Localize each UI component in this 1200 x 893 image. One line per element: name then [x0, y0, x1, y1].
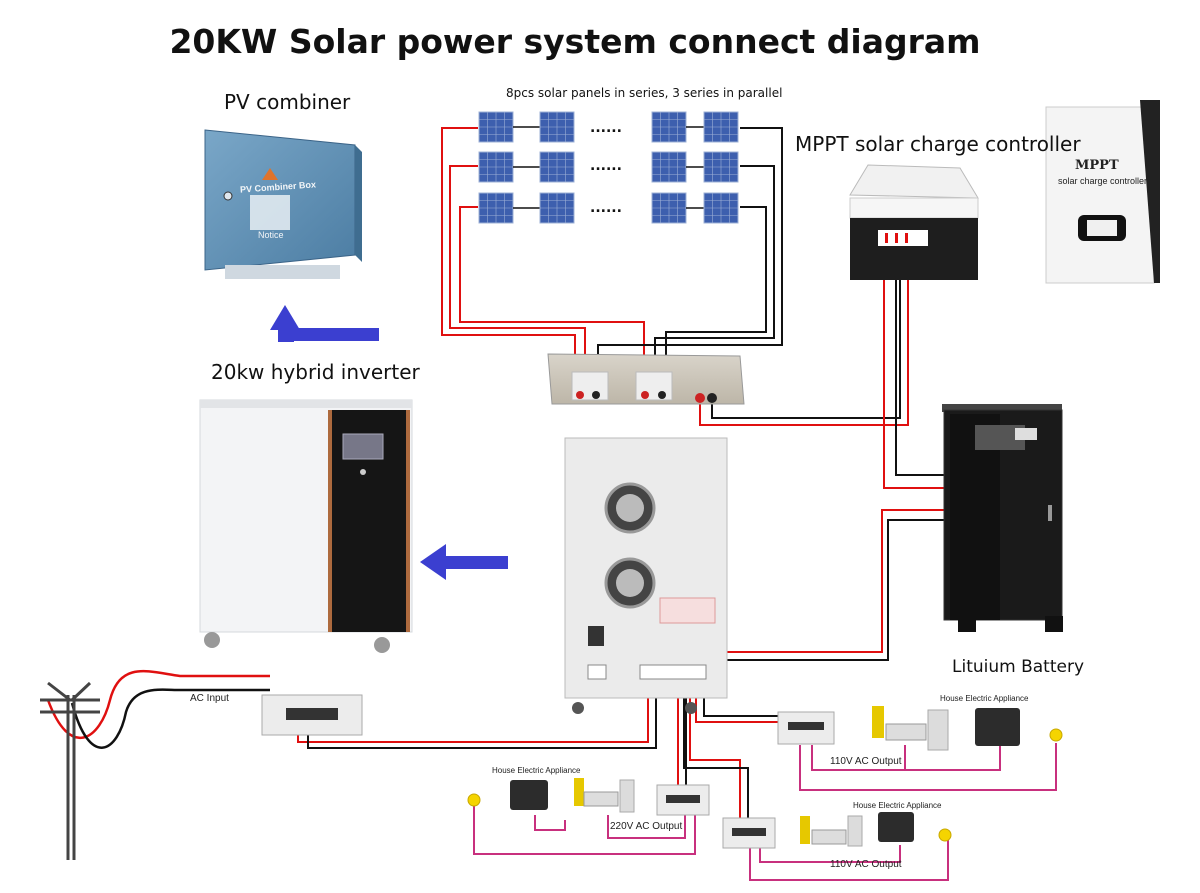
solar-panel	[651, 151, 687, 183]
solar-panel	[478, 111, 514, 143]
ellipsis-row-2: ......	[590, 158, 622, 174]
ac-input-breaker-box	[261, 694, 363, 736]
label-appliance-right-top: House Electric Appliance	[940, 694, 1029, 703]
label-mppt-controller: MPPT solar charge controller	[795, 132, 1081, 156]
appliances-110v-bottom	[800, 812, 952, 847]
solar-panel	[478, 192, 514, 224]
appliance-wires	[473, 743, 1057, 881]
mppt-controller-large	[1045, 100, 1160, 284]
pv-combiner-device	[204, 129, 362, 279]
mppt-sub-text: solar charge controller	[1058, 176, 1148, 186]
lithium-battery-cabinet	[942, 404, 1063, 632]
combiner-notice-text: Notice	[258, 230, 284, 240]
label-hybrid-inverter: 20kw hybrid inverter	[211, 360, 420, 384]
breaker-box-220v	[656, 784, 710, 816]
solar-panel	[539, 111, 575, 143]
mppt-to-battery-wires	[883, 260, 955, 489]
mppt-brand-text: MPPT	[1075, 158, 1119, 173]
breaker-box-110v-top	[777, 711, 835, 745]
pv-negative-wires	[597, 127, 783, 378]
center-inverter-unit	[564, 437, 728, 714]
junction-to-mppt-wires	[699, 260, 909, 426]
ellipsis-row-3: ......	[590, 200, 622, 216]
hybrid-inverter-cabinet	[199, 399, 413, 653]
label-appliance-left: House Electric Appliance	[492, 766, 581, 775]
label-lithium-battery: Lituium Battery	[952, 657, 1085, 677]
solar-panel-array	[478, 111, 739, 224]
mppt-controller-small	[849, 164, 979, 280]
solar-panel	[703, 151, 739, 183]
solar-panel	[651, 192, 687, 224]
solar-panel	[478, 151, 514, 183]
label-ac-input: AC Input	[190, 693, 229, 704]
solar-panel	[539, 151, 575, 183]
page-title: 20KW Solar power system connect diagram	[169, 22, 981, 61]
ac-input-wires	[46, 669, 657, 749]
label-appliance-right-bottom: House Electric Appliance	[853, 801, 942, 810]
solar-panel	[703, 192, 739, 224]
panel-ellipsis-marks: ...... ...... ......	[590, 120, 622, 216]
label-110v-output-top: 110V AC Output	[830, 756, 902, 767]
arrow-left-to-inverter	[420, 544, 508, 580]
solar-panel	[703, 111, 739, 143]
arrow-up-to-combiner	[270, 305, 379, 342]
ellipsis-row-1: ......	[590, 120, 622, 136]
appliances-110v-top	[872, 706, 1063, 751]
label-panels-caption: 8pcs solar panels in series, 3 series in…	[506, 86, 783, 100]
label-110v-output-bottom: 110V AC Output	[830, 859, 902, 870]
solar-panel	[651, 111, 687, 143]
appliances-220v	[467, 778, 635, 813]
solar-panel	[539, 192, 575, 224]
breaker-box-110v-bottom	[722, 817, 776, 849]
pv-junction-box	[547, 353, 745, 405]
pv-positive-wires	[441, 127, 645, 378]
label-220v-output: 220V AC Output	[610, 821, 683, 832]
label-pv-combiner: PV combiner	[224, 90, 351, 114]
utility-pole	[40, 681, 100, 860]
